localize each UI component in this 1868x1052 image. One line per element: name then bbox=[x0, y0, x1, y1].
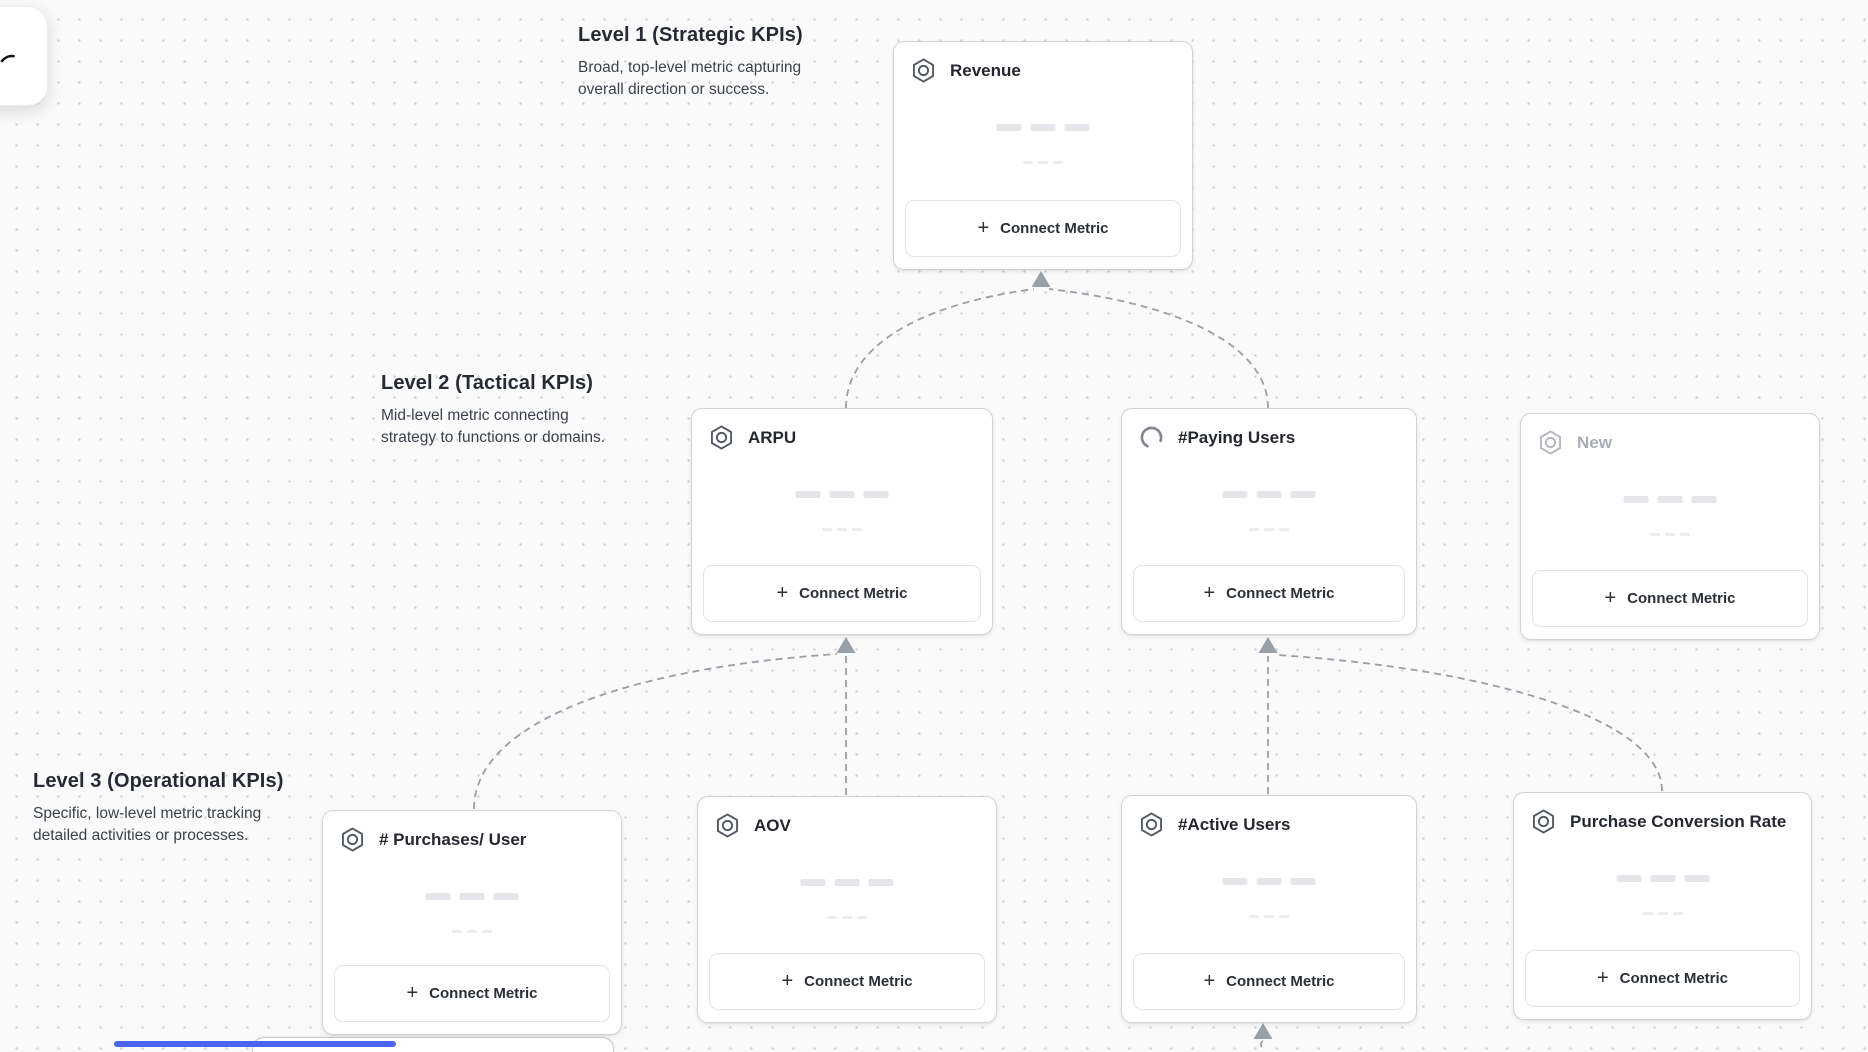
metric-card-paying-users[interactable]: #Paying Users + Connect Metric bbox=[1121, 408, 1417, 635]
connect-metric-button[interactable]: + Connect Metric bbox=[1532, 570, 1808, 627]
level-3-title: Level 3 (Operational KPIs) bbox=[33, 770, 284, 792]
card-title: # Purchases/ User bbox=[379, 829, 527, 849]
skeleton-placeholder bbox=[1616, 875, 1709, 882]
plus-icon: + bbox=[776, 581, 789, 604]
skeleton-placeholder bbox=[827, 916, 867, 919]
skeleton-placeholder bbox=[1222, 491, 1316, 498]
level-3-label: Level 3 (Operational KPIs) Specific, low… bbox=[33, 770, 283, 848]
hexagon-badge-icon bbox=[1138, 811, 1165, 838]
level-2-title: Level 2 (Tactical KPIs) bbox=[381, 372, 594, 394]
connect-metric-label: Connect Metric bbox=[1627, 590, 1736, 607]
toolbar-panel-fragment[interactable] bbox=[0, 6, 48, 106]
plus-icon: + bbox=[1604, 586, 1617, 609]
arrowhead-into-active bbox=[1253, 1023, 1273, 1039]
connect-metric-button[interactable]: + Connect Metric bbox=[1133, 565, 1405, 622]
hexagon-badge-icon bbox=[714, 812, 741, 839]
connector-arpu-to-revenue bbox=[845, 288, 1035, 409]
connect-metric-button[interactable]: + Connect Metric bbox=[905, 200, 1181, 257]
connector-offscreen-to-active bbox=[1259, 1040, 1264, 1048]
plus-icon: + bbox=[977, 216, 990, 239]
metric-card-new[interactable]: New + Connect Metric bbox=[1520, 413, 1820, 640]
connect-metric-label: Connect Metric bbox=[1226, 585, 1335, 602]
level-1-label: Level 1 (Strategic KPIs) Broad, top-leve… bbox=[578, 24, 803, 102]
hexagon-badge-icon bbox=[339, 826, 366, 853]
card-header: Revenue bbox=[894, 42, 1192, 84]
connector-pcr-to-paying bbox=[1276, 654, 1663, 792]
spinner-icon bbox=[1138, 424, 1165, 451]
card-header: Purchase Conversion Rate bbox=[1514, 793, 1811, 835]
connect-metric-label: Connect Metric bbox=[804, 973, 913, 990]
connect-metric-button[interactable]: + Connect Metric bbox=[703, 565, 981, 622]
card-header: #Paying Users bbox=[1122, 409, 1416, 451]
connect-metric-button[interactable]: + Connect Metric bbox=[709, 953, 985, 1010]
selection-indicator-bar bbox=[114, 1041, 396, 1047]
card-header: # Purchases/ User bbox=[323, 811, 621, 853]
card-title: #Paying Users bbox=[1178, 427, 1296, 447]
skeleton-placeholder bbox=[452, 930, 492, 933]
skeleton-placeholder bbox=[996, 124, 1090, 131]
card-title: Purchase Conversion Rate bbox=[1570, 811, 1787, 831]
connect-metric-label: Connect Metric bbox=[1619, 970, 1729, 987]
metric-card-purchases-per-user[interactable]: # Purchases/ User + Connect Metric bbox=[322, 810, 622, 1035]
arrowhead-into-revenue bbox=[1031, 271, 1051, 287]
metric-card-revenue[interactable]: Revenue + Connect Metric bbox=[893, 41, 1193, 270]
connect-metric-label: Connect Metric bbox=[1226, 973, 1335, 990]
connector-purchases-to-arpu bbox=[473, 653, 838, 810]
skeleton-placeholder bbox=[795, 491, 889, 498]
plus-icon: + bbox=[406, 981, 419, 1004]
card-title: New bbox=[1577, 432, 1612, 452]
connect-metric-button[interactable]: + Connect Metric bbox=[334, 965, 610, 1022]
arrowhead-into-paying bbox=[1258, 637, 1278, 653]
skeleton-placeholder bbox=[800, 879, 894, 886]
card-header: New bbox=[1521, 414, 1819, 456]
metric-card-active-users[interactable]: #Active Users + Connect Metric bbox=[1121, 795, 1417, 1023]
skeleton-placeholder bbox=[1650, 533, 1690, 536]
connect-metric-label: Connect Metric bbox=[799, 585, 908, 602]
skeleton-placeholder bbox=[1023, 161, 1063, 164]
skeleton-placeholder bbox=[1249, 528, 1289, 531]
skeleton-placeholder bbox=[1623, 496, 1717, 503]
plus-icon: + bbox=[781, 969, 794, 992]
arrowhead-into-arpu bbox=[836, 637, 856, 653]
skeleton-placeholder bbox=[1642, 912, 1683, 915]
hexagon-badge-icon bbox=[1537, 429, 1564, 456]
card-title: #Active Users bbox=[1178, 814, 1291, 834]
connector-paying-to-revenue bbox=[1048, 288, 1269, 409]
cursor-icon bbox=[0, 47, 19, 72]
level-1-title: Level 1 (Strategic KPIs) bbox=[578, 24, 803, 46]
card-header: AOV bbox=[698, 797, 996, 839]
skeleton-placeholder bbox=[425, 893, 519, 900]
metric-card-purchase-conversion-rate[interactable]: Purchase Conversion Rate + Connect Metri… bbox=[1513, 792, 1812, 1020]
plus-icon: + bbox=[1203, 969, 1216, 992]
connect-metric-button[interactable]: + Connect Metric bbox=[1525, 950, 1800, 1007]
plus-icon: + bbox=[1596, 966, 1609, 989]
card-header: ARPU bbox=[692, 409, 992, 451]
metric-card-arpu[interactable]: ARPU + Connect Metric bbox=[691, 408, 993, 635]
card-title: Revenue bbox=[950, 60, 1021, 80]
connect-metric-label: Connect Metric bbox=[1000, 220, 1109, 237]
connect-metric-label: Connect Metric bbox=[429, 985, 538, 1002]
skeleton-placeholder bbox=[1249, 915, 1289, 918]
hexagon-badge-icon bbox=[910, 57, 937, 84]
skeleton-placeholder bbox=[822, 528, 862, 531]
hexagon-badge-icon bbox=[708, 424, 735, 451]
card-title: AOV bbox=[754, 815, 791, 835]
metric-card-aov[interactable]: AOV + Connect Metric bbox=[697, 796, 997, 1023]
hexagon-badge-icon bbox=[1530, 808, 1557, 835]
card-title: ARPU bbox=[748, 427, 797, 447]
level-2-label: Level 2 (Tactical KPIs) Mid-level metric… bbox=[381, 372, 605, 450]
plus-icon: + bbox=[1203, 581, 1216, 604]
skeleton-placeholder bbox=[1222, 878, 1316, 885]
connect-metric-button[interactable]: + Connect Metric bbox=[1133, 953, 1405, 1010]
card-header: #Active Users bbox=[1122, 796, 1416, 838]
